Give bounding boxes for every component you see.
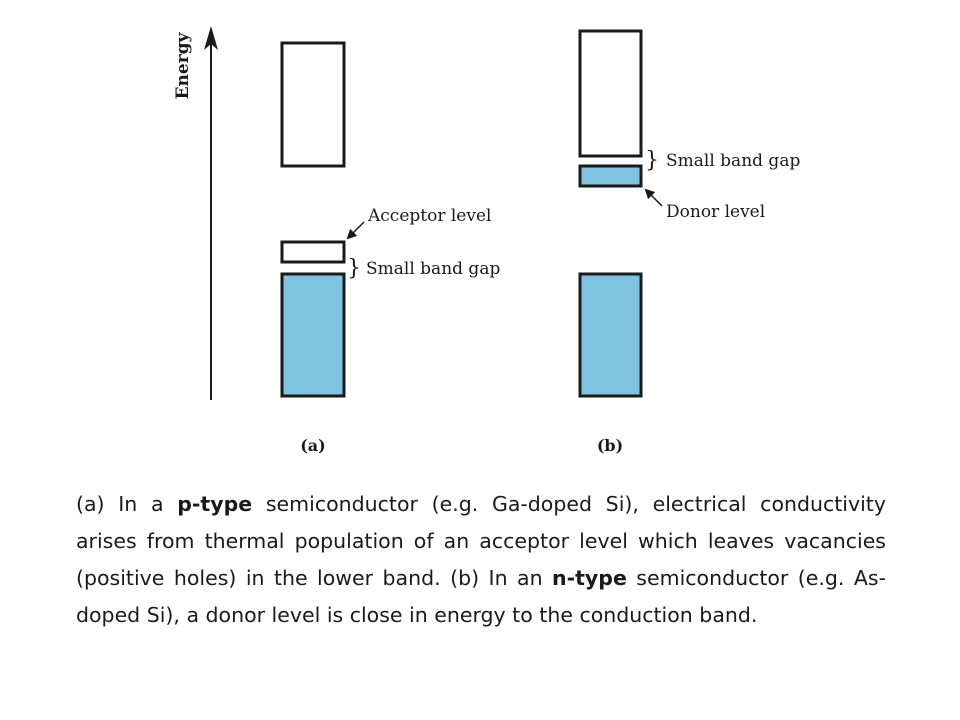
acceptor-level-label: Acceptor level	[367, 206, 491, 226]
figure-caption: (a) In a p-type semiconductor (e.g. Ga-d…	[76, 486, 886, 634]
band-gap-label-b: Small band gap	[666, 151, 800, 171]
panel-b: } Small band gap Donor level (b)	[578, 29, 800, 455]
caption-bold-p-type: p-type	[177, 492, 253, 516]
caption-text-2: semiconductor (e.g. Ga-doped Si), electr…	[76, 492, 886, 590]
donor-level-label: Donor level	[666, 202, 765, 222]
energy-axis-arrowhead	[204, 26, 218, 50]
donor-pointer-arrow	[644, 188, 663, 207]
band-diagram: Energy Acceptor level } Small band gap (…	[173, 26, 800, 455]
conduction-band-b	[578, 29, 643, 158]
panel-a: Acceptor level } Small band gap (a)	[280, 41, 500, 455]
caption-bold-n-type: n-type	[552, 566, 627, 590]
acceptor-pointer-arrow	[346, 221, 365, 240]
donor-level-band	[578, 164, 643, 188]
caption-text-3: semiconductor (e.g. As-doped Si), a dono…	[76, 566, 886, 627]
band-gap-label-a: Small band gap	[366, 259, 500, 279]
energy-axis-label: Energy	[173, 31, 193, 99]
valence-band-a	[280, 272, 346, 398]
brace-b: }	[645, 148, 659, 173]
acceptor-level-band	[280, 240, 346, 264]
caption-text-1: (a) In a	[76, 492, 178, 516]
conduction-band-a	[280, 41, 346, 168]
panel-a-label: (a)	[300, 436, 326, 455]
valence-band-b	[578, 272, 643, 398]
brace-a: }	[347, 256, 361, 281]
energy-axis: Energy	[173, 26, 218, 400]
panel-b-label: (b)	[597, 436, 623, 455]
